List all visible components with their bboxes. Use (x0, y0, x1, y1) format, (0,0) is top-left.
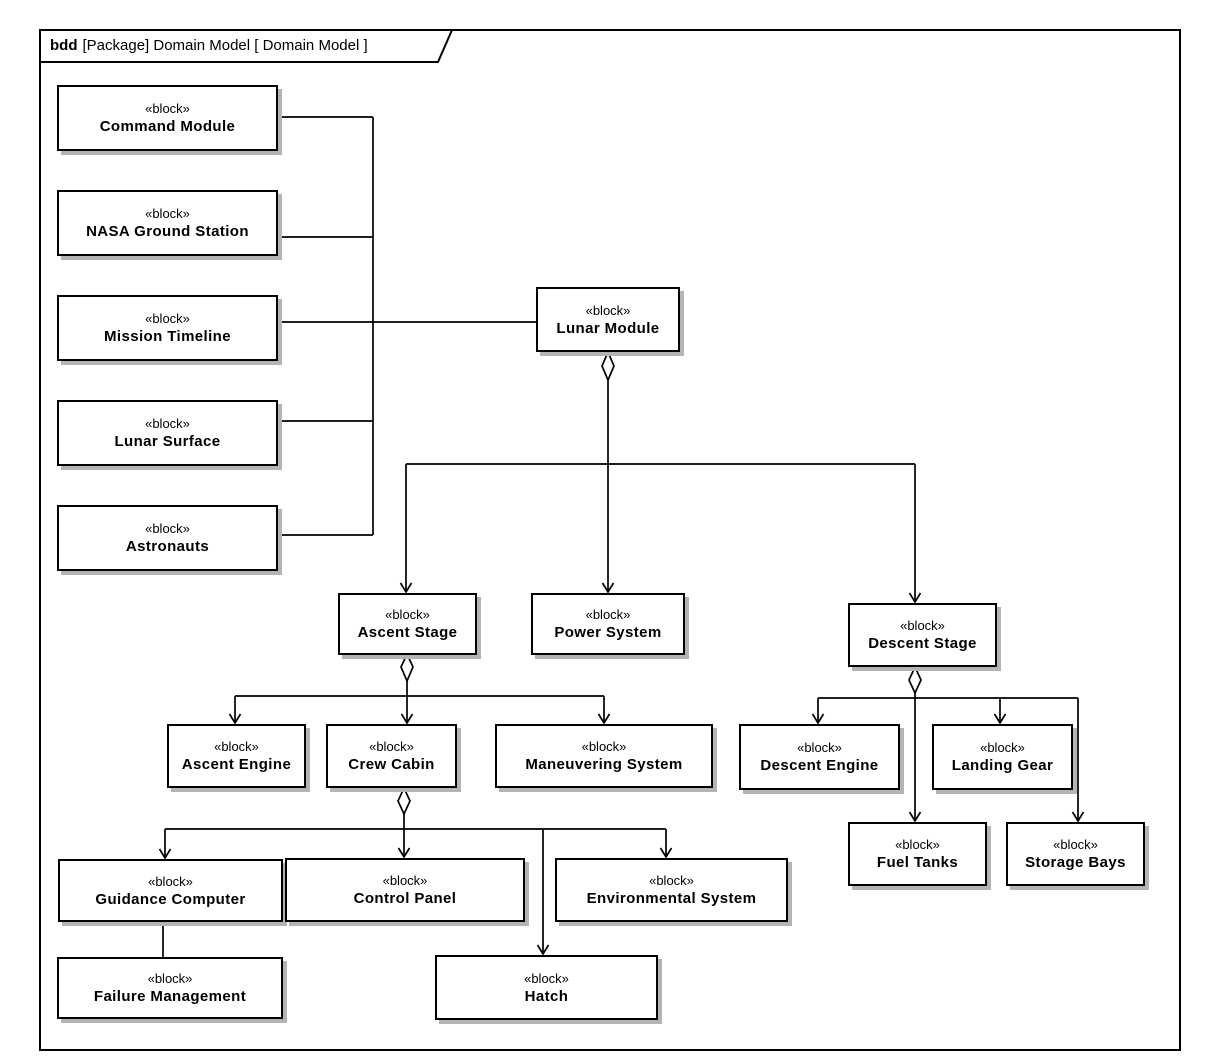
stereotype-label: «block» (145, 521, 190, 536)
block-maneuvering-system[interactable]: «block» Maneuvering System (495, 724, 713, 788)
stereotype-label: «block» (145, 311, 190, 326)
frame-heading-text: [Package] Domain Model [ Domain Model ] (82, 37, 368, 54)
arrowhead-hatch (536, 944, 550, 956)
block-lunar-module[interactable]: «block» Lunar Module (536, 287, 680, 352)
block-name: Storage Bays (1025, 854, 1126, 871)
block-environmental-system[interactable]: «block» Environmental System (555, 858, 788, 922)
block-name: Ascent Engine (181, 756, 292, 773)
block-name: Descent Engine (760, 757, 879, 774)
stereotype-label: «block» (145, 416, 190, 431)
block-name: Failure Management (93, 988, 247, 1005)
block-name: Control Panel (353, 890, 457, 907)
block-name: Crew Cabin (348, 756, 435, 773)
arrowhead-descent-stage (908, 592, 922, 604)
stereotype-label: «block» (581, 739, 627, 754)
stereotype-label: «block» (145, 206, 190, 221)
block-name: Landing Gear (951, 757, 1054, 774)
arrowhead-ascent-engine (228, 713, 242, 725)
stereotype-label: «block» (214, 739, 259, 754)
block-control-panel[interactable]: «block» Control Panel (285, 858, 525, 922)
block-guidance-computer[interactable]: «block» Guidance Computer (58, 859, 283, 922)
block-name: NASA Ground Station (86, 223, 249, 240)
arrowhead-descent-engine (811, 713, 825, 725)
arrowhead-guidance-computer (158, 848, 172, 860)
block-failure-management[interactable]: «block» Failure Management (57, 957, 283, 1019)
block-crew-cabin[interactable]: «block» Crew Cabin (326, 724, 457, 788)
stereotype-label: «block» (1053, 837, 1098, 852)
association-lines[interactable] (162, 116, 536, 957)
stereotype-label: «block» (524, 970, 569, 986)
block-landing-gear[interactable]: «block» Landing Gear (932, 724, 1073, 790)
block-name: Mission Timeline (104, 328, 231, 345)
block-name: Maneuvering System (525, 756, 683, 773)
block-name: Environmental System (586, 890, 757, 907)
block-name: Lunar Surface (114, 433, 221, 450)
stereotype-label: «block» (797, 740, 842, 755)
descent-stage-aggregation[interactable] (811, 664, 1085, 823)
block-name: Astronauts (125, 538, 210, 555)
block-name: Fuel Tanks (876, 854, 959, 871)
block-power-system[interactable]: «block» Power System (531, 593, 685, 655)
arrowhead-power-system (601, 582, 615, 594)
block-fuel-tanks[interactable]: «block» Fuel Tanks (848, 822, 987, 886)
block-mission-timeline[interactable]: «block» Mission Timeline (57, 295, 278, 361)
aggregation-diamond-descent-stage (908, 664, 922, 696)
stereotype-label: «block» (895, 837, 940, 852)
block-name: Hatch (524, 987, 569, 1005)
frame-heading-tab (39, 29, 454, 63)
block-name: Lunar Module (556, 319, 660, 337)
arrowhead-environmental-system (659, 847, 673, 859)
lunar-module-aggregation[interactable] (399, 349, 922, 604)
block-descent-engine[interactable]: «block» Descent Engine (739, 724, 900, 790)
block-name: Command Module (99, 118, 236, 135)
block-name: Power System (554, 624, 662, 641)
stereotype-label: «block» (369, 739, 414, 754)
frame-heading-keyword: bdd (50, 37, 78, 54)
stereotype-label: «block» (649, 873, 694, 888)
arrowhead-storage-bays (1071, 811, 1085, 823)
block-name: Descent Stage (868, 635, 977, 652)
arrowhead-crew-cabin (400, 713, 414, 725)
block-storage-bays[interactable]: «block» Storage Bays (1006, 822, 1145, 886)
block-astronauts[interactable]: «block» Astronauts (57, 505, 278, 571)
diagram-frame-border (39, 29, 1181, 1051)
arrowhead-control-panel (397, 847, 411, 859)
arrowhead-landing-gear (993, 713, 1007, 725)
block-name: Ascent Stage (357, 624, 458, 641)
block-nasa-ground-station[interactable]: «block» NASA Ground Station (57, 190, 278, 256)
stereotype-label: «block» (385, 607, 430, 622)
frame-heading: bdd[Package] Domain Model [ Domain Model… (50, 37, 368, 54)
stereotype-label: «block» (980, 740, 1025, 755)
stereotype-label: «block» (148, 873, 193, 889)
stereotype-label: «block» (382, 873, 428, 888)
stereotype-label: «block» (900, 618, 945, 633)
block-lunar-surface[interactable]: «block» Lunar Surface (57, 400, 278, 466)
stereotype-label: «block» (585, 302, 631, 318)
stereotype-label: «block» (145, 101, 190, 116)
block-command-module[interactable]: «block» Command Module (57, 85, 278, 151)
block-name: Guidance Computer (95, 890, 246, 908)
arrowhead-fuel-tanks (908, 811, 922, 823)
block-ascent-engine[interactable]: «block» Ascent Engine (167, 724, 306, 788)
crew-cabin-aggregation[interactable] (158, 785, 673, 956)
ascent-stage-aggregation[interactable] (228, 651, 611, 725)
arrowhead-ascent-stage (399, 582, 413, 594)
stereotype-label: «block» (585, 607, 631, 622)
block-ascent-stage[interactable]: «block» Ascent Stage (338, 593, 477, 655)
aggregation-diamond-lunar-module (601, 349, 615, 383)
aggregation-diamond-ascent-stage (400, 651, 414, 684)
block-hatch[interactable]: «block» Hatch (435, 955, 658, 1020)
aggregation-diamond-crew-cabin (397, 785, 411, 817)
arrowhead-maneuvering-system (597, 713, 611, 725)
stereotype-label: «block» (147, 971, 193, 986)
block-descent-stage[interactable]: «block» Descent Stage (848, 603, 997, 667)
